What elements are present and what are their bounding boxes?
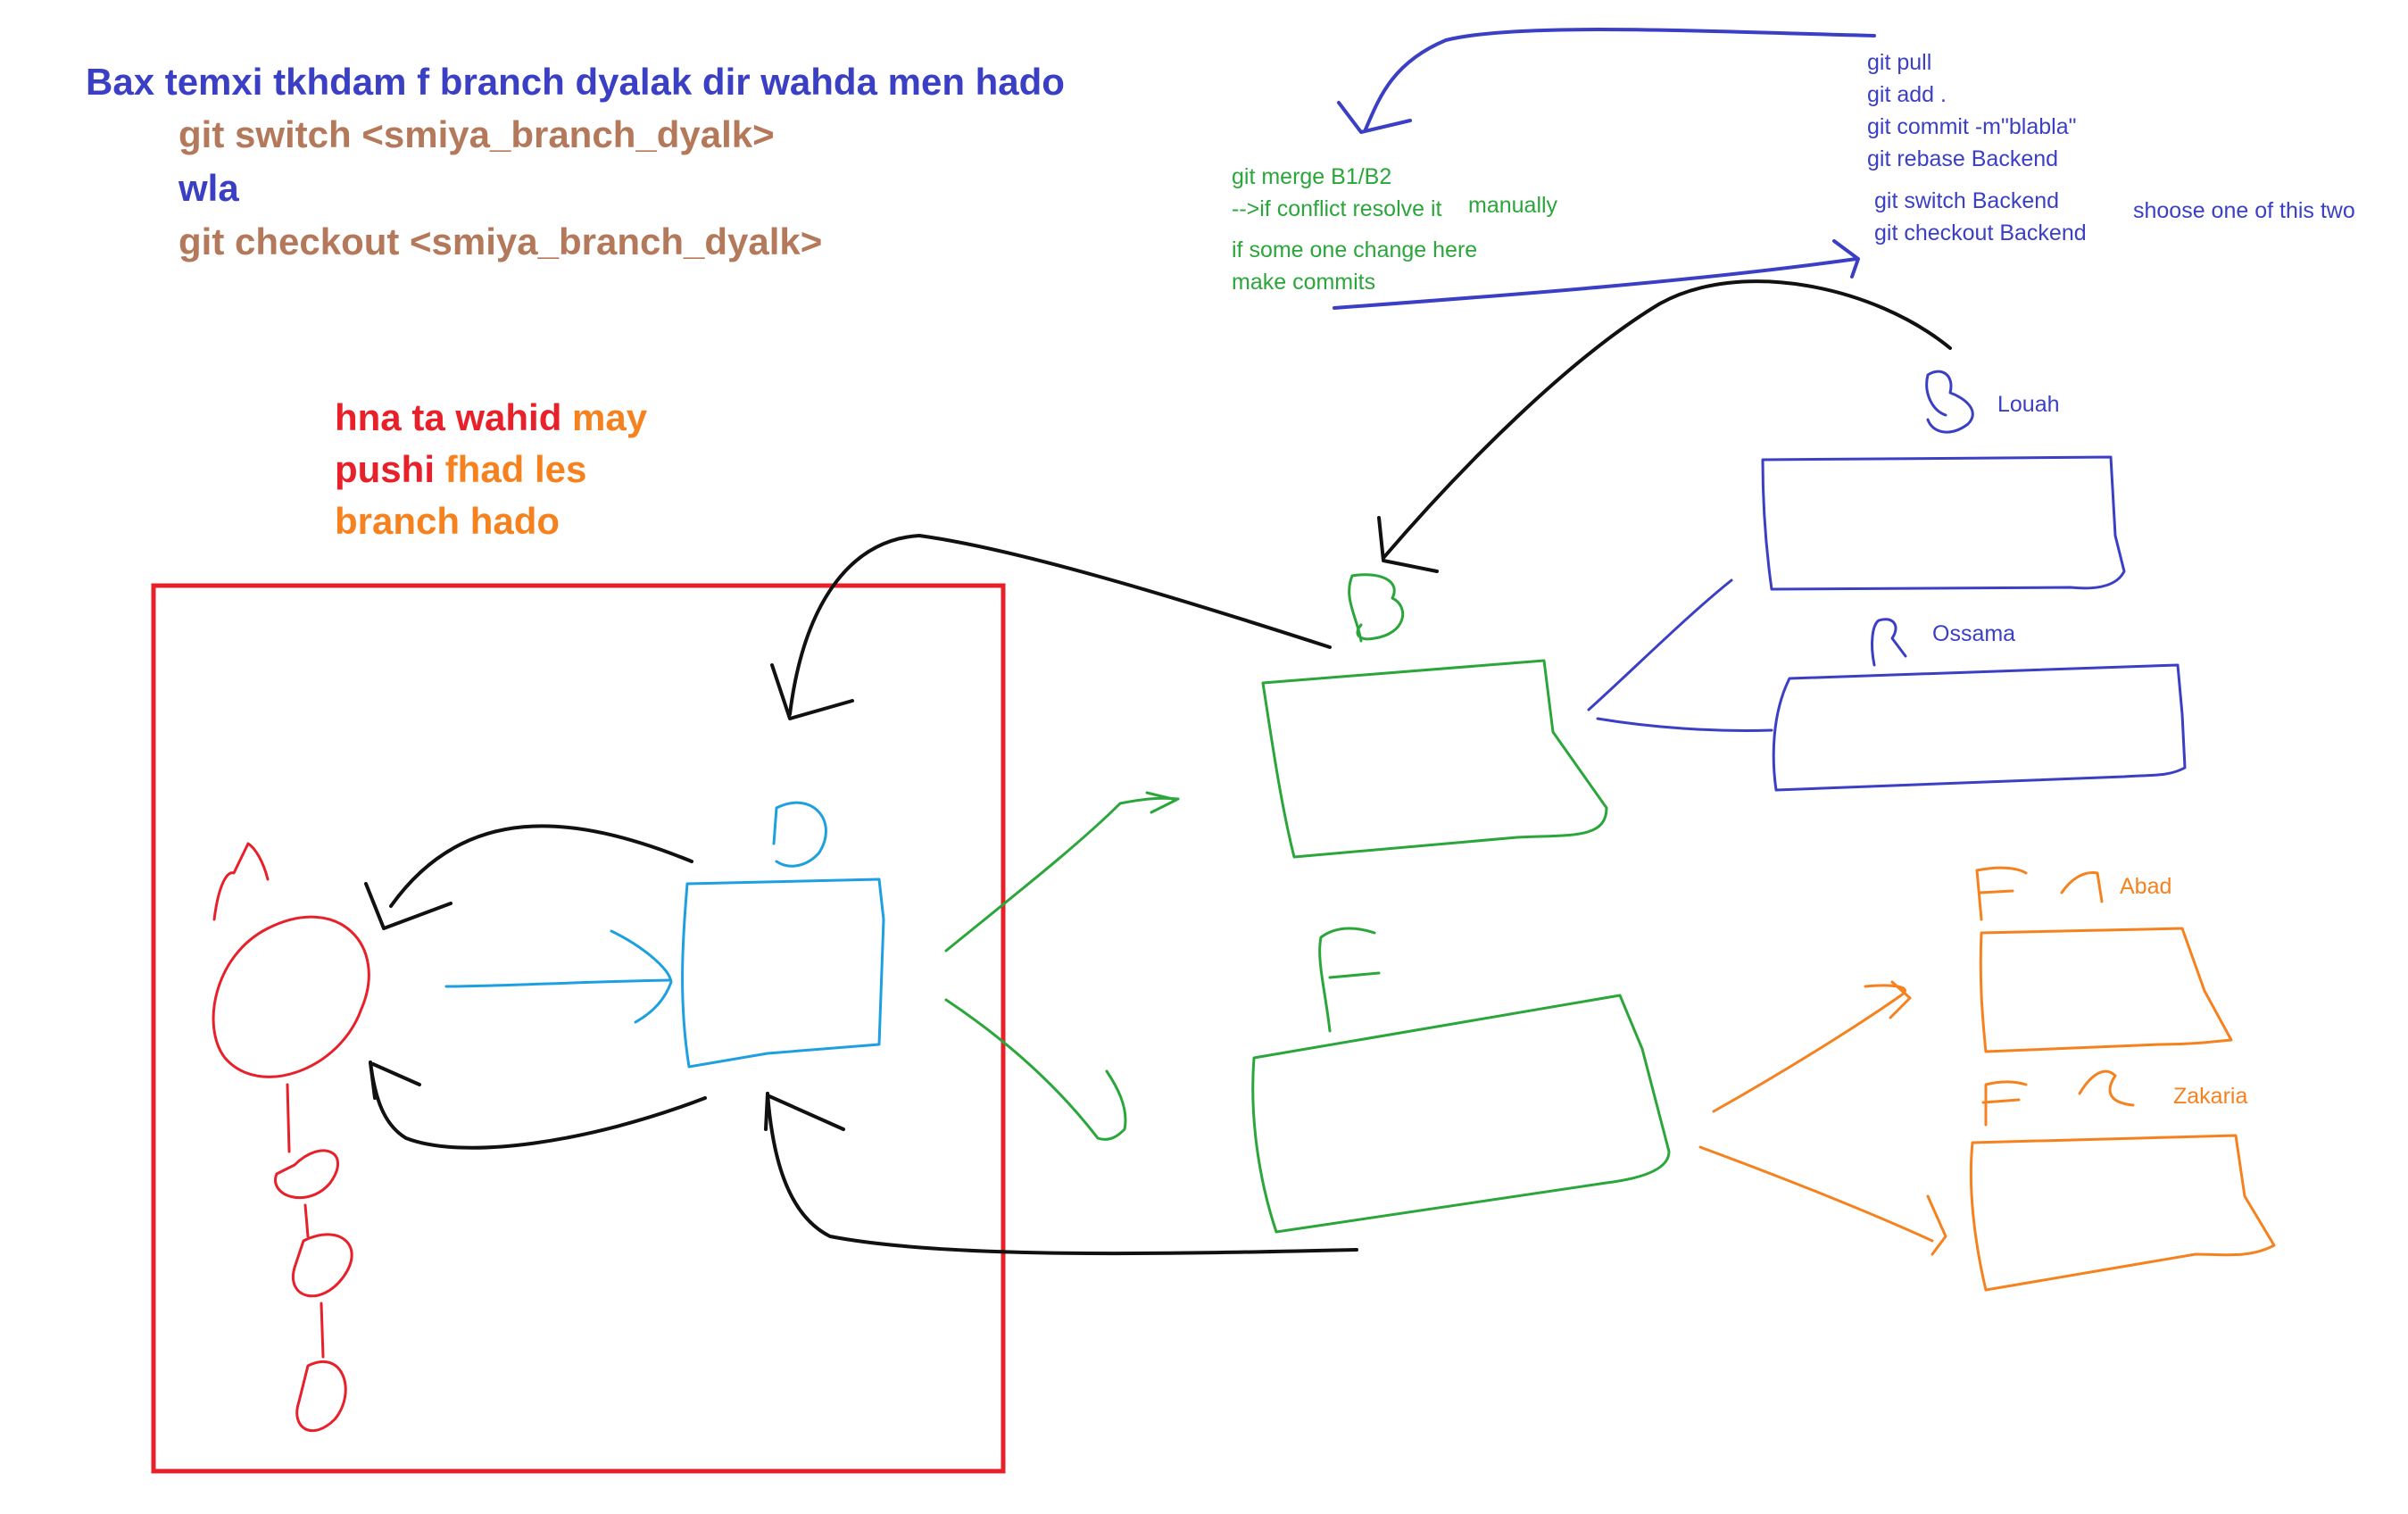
change-note: if some one change here (1232, 237, 1478, 262)
black-arrows-local (364, 279, 1952, 1256)
git-switch-command: git switch <smiya_branch_dyalk> (179, 113, 775, 155)
note-line-3: branch hado (335, 500, 560, 542)
cmd-git-checkout-backend: git checkout Backend (1874, 220, 2087, 245)
cmd-git-rebase: git rebase Backend (1867, 146, 2059, 171)
merge-note: git merge B1/B2 (1232, 164, 1392, 189)
manually-note: manually (1468, 193, 1558, 218)
cmd-git-add: git add . (1867, 82, 1947, 107)
note-line-1-red: hna ta wahid (335, 396, 562, 438)
backend-sub-branches (1587, 370, 2187, 792)
local-repo-frame (151, 583, 1006, 1474)
or-label: wla (179, 167, 239, 209)
blue-arrows-top (1333, 28, 1876, 310)
main-branch-sketch (212, 842, 370, 1432)
backend-branch-sketch (944, 573, 1608, 952)
instructions-title: Bax temxi tkhdam f branch dyalak dir wah… (86, 61, 1065, 103)
git-checkout-command: git checkout <smiya_branch_dyalk> (179, 220, 823, 262)
frontend-sub-branches (1698, 866, 2276, 1292)
label-abad: Abad (2120, 874, 2172, 899)
develop-branch-sketch (444, 801, 885, 1069)
note-line-1: hna ta wahid may (335, 395, 647, 442)
label-louah: Louah (1997, 392, 2060, 417)
conflict-note: -->if conflict resolve it (1232, 196, 1442, 221)
note-line-2-orange: fhad les (444, 448, 587, 490)
note-line-1-orange: may (572, 396, 648, 438)
note-line-2: pushi fhad les (335, 446, 586, 494)
note-line-2-red: pushi (335, 448, 435, 490)
frontend-branch-sketch (944, 927, 1671, 1234)
cmd-git-pull: git pull (1867, 50, 1932, 75)
commits-note: make commits (1232, 270, 1376, 295)
label-ossama: Ossama (1932, 621, 2016, 646)
choose-note: shoose one of this two (2133, 198, 2355, 223)
label-zakaria: Zakaria (2173, 1084, 2248, 1109)
cmd-git-switch-backend: git switch Backend (1874, 188, 2060, 213)
cmd-git-commit: git commit -m"blabla" (1867, 114, 2077, 139)
